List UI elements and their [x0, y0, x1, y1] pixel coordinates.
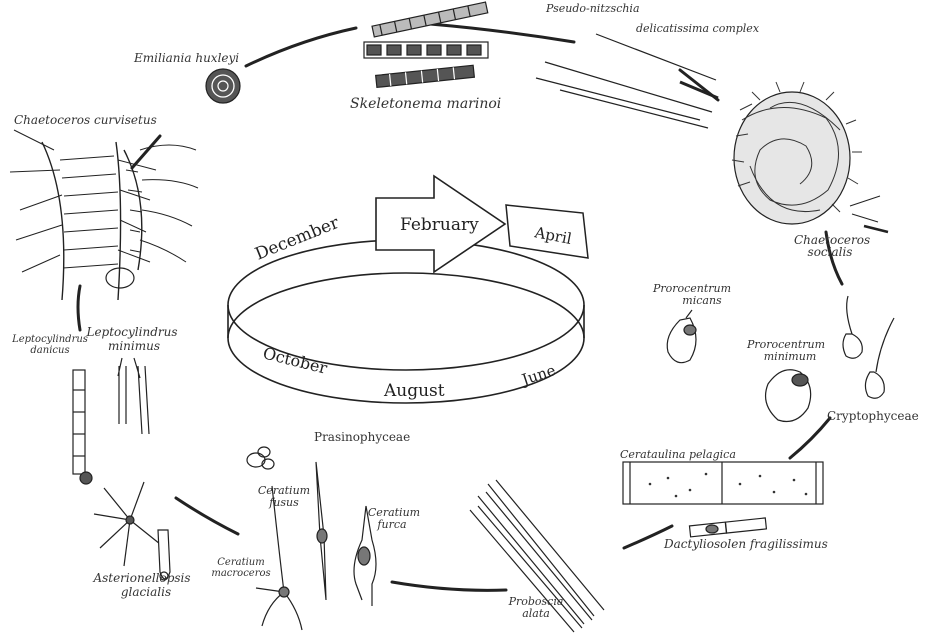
label-asterionellopsis-2: glacialis — [106, 586, 186, 599]
label-prasinophyceae: Prasinophyceae — [314, 431, 410, 444]
cryptophyceae-cells-drawing — [843, 296, 894, 398]
pseudo-nitzschia-drawing — [536, 34, 718, 128]
label-pseudo-nitzschia-1: Pseudo-nitzschia — [546, 2, 640, 15]
prasinophyceae-cell-drawing — [247, 447, 274, 469]
label-pseudo-nitzschia-2: delicatissima complex — [636, 22, 759, 35]
label-dactyliosolen-fragilissimus: Dactyliosolen fragilissimus — [664, 538, 828, 551]
label-leptocylindrus-minimus-1: Leptocylindrus — [82, 326, 182, 339]
prorocentrum-minimum-drawing — [766, 370, 811, 422]
chaetoceros-curvisetus-chains-drawing — [10, 130, 198, 300]
label-chaetoceros-curvisetus: Chaetoceros curvisetus — [14, 114, 157, 127]
ring-label-june: June — [518, 361, 558, 389]
label-prorocentrum-minimum-2: minimum — [760, 350, 820, 363]
label-ceratium-macroceros-1: Ceratium — [206, 557, 276, 568]
label-cryptophyceae: Cryptophyceae — [827, 410, 919, 423]
label-chaetoceros-socialis-2: socialis — [794, 246, 866, 259]
dactyliosolen-chain-drawing — [689, 518, 766, 537]
ceratium-fusus-drawing — [316, 462, 327, 600]
label-cerataulina-pelagica: Cerataulina pelagica — [620, 448, 736, 461]
arrow-label-february: February — [400, 215, 479, 235]
leptocylindrus-danicus-drawing — [73, 370, 92, 484]
label-ceratium-fusus-2: fusus — [259, 496, 309, 509]
chaetoceros-socialis-colony-drawing — [732, 82, 888, 232]
label-emiliania-huxleyi: Emiliania huxleyi — [134, 52, 239, 65]
label-prorocentrum-micans-2: micans — [672, 294, 732, 307]
label-ceratium-furca-2: furca — [367, 518, 417, 531]
cerataulina-pelagica-drawing — [623, 462, 823, 504]
label-ceratium-macroceros-2: macroceros — [201, 568, 281, 579]
ring-label-october: October — [261, 343, 329, 377]
asterionellopsis-star-colony-drawing — [94, 482, 170, 580]
label-asterionellopsis-1: Asterionellopsis — [82, 572, 202, 585]
label-leptocylindrus-minimus-2: minimus — [99, 340, 169, 353]
emiliania-coccolith-drawing — [206, 69, 240, 103]
prorocentrum-micans-drawing — [667, 310, 696, 363]
label-proboscia-2: alata — [506, 607, 566, 620]
ring-label-august: August — [383, 381, 445, 401]
label-leptocylindrus-danicus-2: danicus — [20, 345, 80, 356]
skeletonema-chain-drawing — [364, 2, 488, 87]
ring-label-december: December — [252, 213, 342, 265]
label-skeletonema-marinoi: Skeletonema marinoi — [350, 98, 501, 111]
leptocylindrus-minimus-drawing — [118, 358, 149, 434]
